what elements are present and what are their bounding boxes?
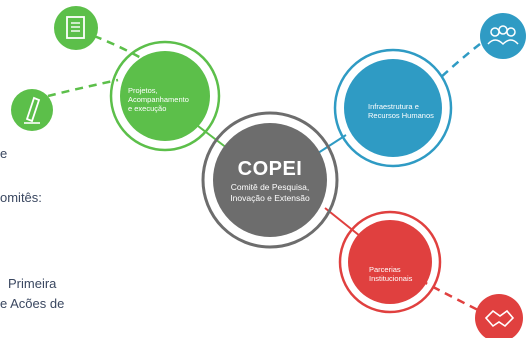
copei-title: COPEI [237,158,303,180]
handshake-icon [475,294,523,338]
parcerias-node-label: Parcerias Institucionais [369,265,439,283]
document-icon [54,6,98,50]
projetos-node-label: Projetos, Acompanhamento e execução [128,86,208,113]
infra-node-outer-ring [333,48,453,168]
side-text-comites: omitês: [0,190,42,205]
projetos-label-line3: e execução [128,104,167,113]
copei-center-node [213,123,327,237]
projetos-node [120,51,210,141]
infra-node-label: Infraestrutura e Recursos Humanos [368,102,448,120]
parcerias-node-outer-ring [338,210,442,314]
parcerias-label-line1: Parcerias [369,265,401,274]
connector-infra-center [314,134,347,156]
infra-node [344,59,442,157]
parcerias-label-line2: Institucionais [369,274,413,283]
side-text-acoes: e Acões de [0,296,65,311]
side-text-primeira: Primeira [8,276,57,291]
infra-label-line2: Recursos Humanos [368,111,434,120]
people-group-icon [480,13,526,59]
copei-center-outer-ring [201,111,339,249]
side-text-e: e [0,146,8,161]
projetos-node-outer-ring [109,40,221,152]
connector-people-infra [439,43,481,79]
copei-subtitle-line1: Comitê de Pesquisa, [230,182,310,192]
connector-pencil-projetos [47,78,119,98]
projetos-label-line2: Acompanhamento [128,95,189,104]
parcerias-node [348,220,432,304]
infra-label-line1: Infraestrutura e [368,102,419,111]
copei-subtitle-line2: Inovação e Extensão [230,193,310,203]
pencil-icon [11,89,53,131]
projetos-label-line1: Projetos, [128,86,158,95]
copei-subtitle: Comitê de Pesquisa, Inovação e Extensão [210,182,330,204]
